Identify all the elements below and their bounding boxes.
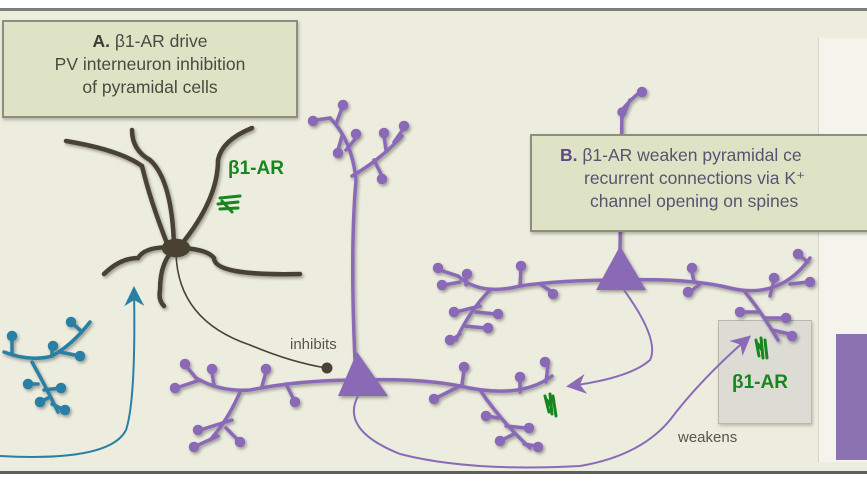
inhibitory-axon [175,249,327,369]
label-a-line1: β1-AR drive [109,31,208,51]
label-box-a: A. β1-AR drive PV interneuron inhibition… [2,20,298,118]
input-neuron-dendrite [2,316,92,416]
inhibitory-terminal [321,362,333,374]
pyramidal-2-recurrent-axon [566,289,654,394]
pyramidal-cell-1 [169,99,554,453]
weakens-label: weakens [678,429,738,446]
beta1-receptor-interneuron [216,194,242,214]
inhibits-label: inhibits [290,336,337,353]
beta1-receptor-pyramidal-1 [543,392,558,418]
beta1-receptor-pyramidal-2 [754,336,769,360]
label-a-line2: PV interneuron inhibition [54,54,246,74]
pyramidal-1-recurrent-axon [352,335,752,469]
label-b-line2: recurrent connections via K⁺ [584,168,806,188]
receptor-label-interneuron: β1-AR [228,158,284,179]
pv-interneuron [63,125,303,309]
label-b-line3: channel opening on spines [590,191,799,211]
input-axon-arrow [0,286,145,458]
label-b-prefix: B. [560,145,578,165]
side-purple-bar [836,334,867,460]
pyramidal-cell-2 [432,86,816,346]
label-a-prefix: A. [92,31,110,51]
label-box-b: B. β1-AR weaken pyramidal ce recurrent c… [530,134,867,232]
label-b-line1: β1-AR weaken pyramidal ce [577,145,802,165]
label-a-line3: of pyramidal cells [82,77,218,97]
receptor-label-spine: β1-AR [732,372,788,393]
